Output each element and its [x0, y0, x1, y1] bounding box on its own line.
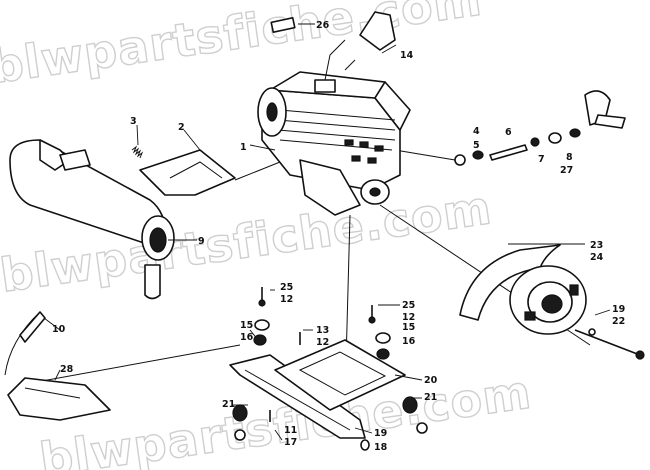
callout-12-a: 12 [280, 294, 293, 305]
spring [131, 145, 144, 159]
callout-17: 17 [284, 437, 297, 448]
callout-16-a: 16 [240, 332, 254, 343]
callout-10: 10 [52, 324, 66, 335]
recoil-starter [459, 244, 587, 335]
callout-3: 3 [130, 116, 137, 127]
callout-7: 7 [538, 154, 545, 165]
callout-19-b: 19 [612, 304, 625, 315]
callout-5: 5 [473, 140, 480, 151]
mount-hardware [232, 287, 428, 451]
watermark-top: blwpartsfiche.com [0, 0, 485, 94]
callout-25-b: 25 [402, 300, 415, 311]
callout-2: 2 [178, 122, 185, 133]
exhaust-guard [7, 377, 111, 421]
callout-21-b: 21 [424, 392, 437, 403]
callout-21-a: 21 [222, 399, 235, 410]
callout-6: 6 [505, 127, 512, 138]
callout-19-a: 19 [374, 428, 387, 439]
callout-15-b: 15 [402, 322, 415, 333]
mount-plate-right [274, 339, 406, 411]
callout-labels: 1 2 3 4 5 6 7 8 9 10 11 12 12 12 13 14 1… [52, 20, 625, 453]
callout-1: 1 [240, 142, 247, 153]
callout-28: 28 [60, 364, 74, 375]
callout-12-c: 12 [402, 312, 415, 323]
callout-24: 24 [590, 252, 604, 263]
callout-15-a: 15 [240, 320, 253, 331]
callout-22: 22 [612, 316, 625, 327]
long-bolt [574, 328, 645, 360]
callout-20: 20 [424, 375, 438, 386]
throttle-bracket [584, 90, 626, 129]
engine-assembly [257, 59, 411, 216]
mount-plate-left [229, 354, 366, 439]
heat-shield-strip [4, 311, 46, 376]
leader-lines [43, 23, 611, 441]
callout-26: 26 [316, 20, 330, 31]
callout-18: 18 [374, 442, 388, 453]
callout-25-a: 25 [280, 282, 293, 293]
callout-14: 14 [400, 50, 414, 61]
callout-16-b: 16 [402, 336, 416, 347]
callout-13: 13 [316, 325, 329, 336]
shaft-parts [454, 128, 581, 166]
muffler [9, 139, 175, 300]
callout-9: 9 [198, 236, 205, 247]
exhaust-manifold [139, 149, 236, 196]
callout-11: 11 [284, 425, 297, 436]
callout-8: 8 [566, 152, 573, 163]
pulse-valve [324, 11, 396, 81]
callout-27: 27 [560, 165, 573, 176]
callout-23: 23 [590, 240, 603, 251]
callout-4: 4 [473, 126, 480, 137]
callout-12-b: 12 [316, 337, 329, 348]
decal [270, 17, 296, 33]
